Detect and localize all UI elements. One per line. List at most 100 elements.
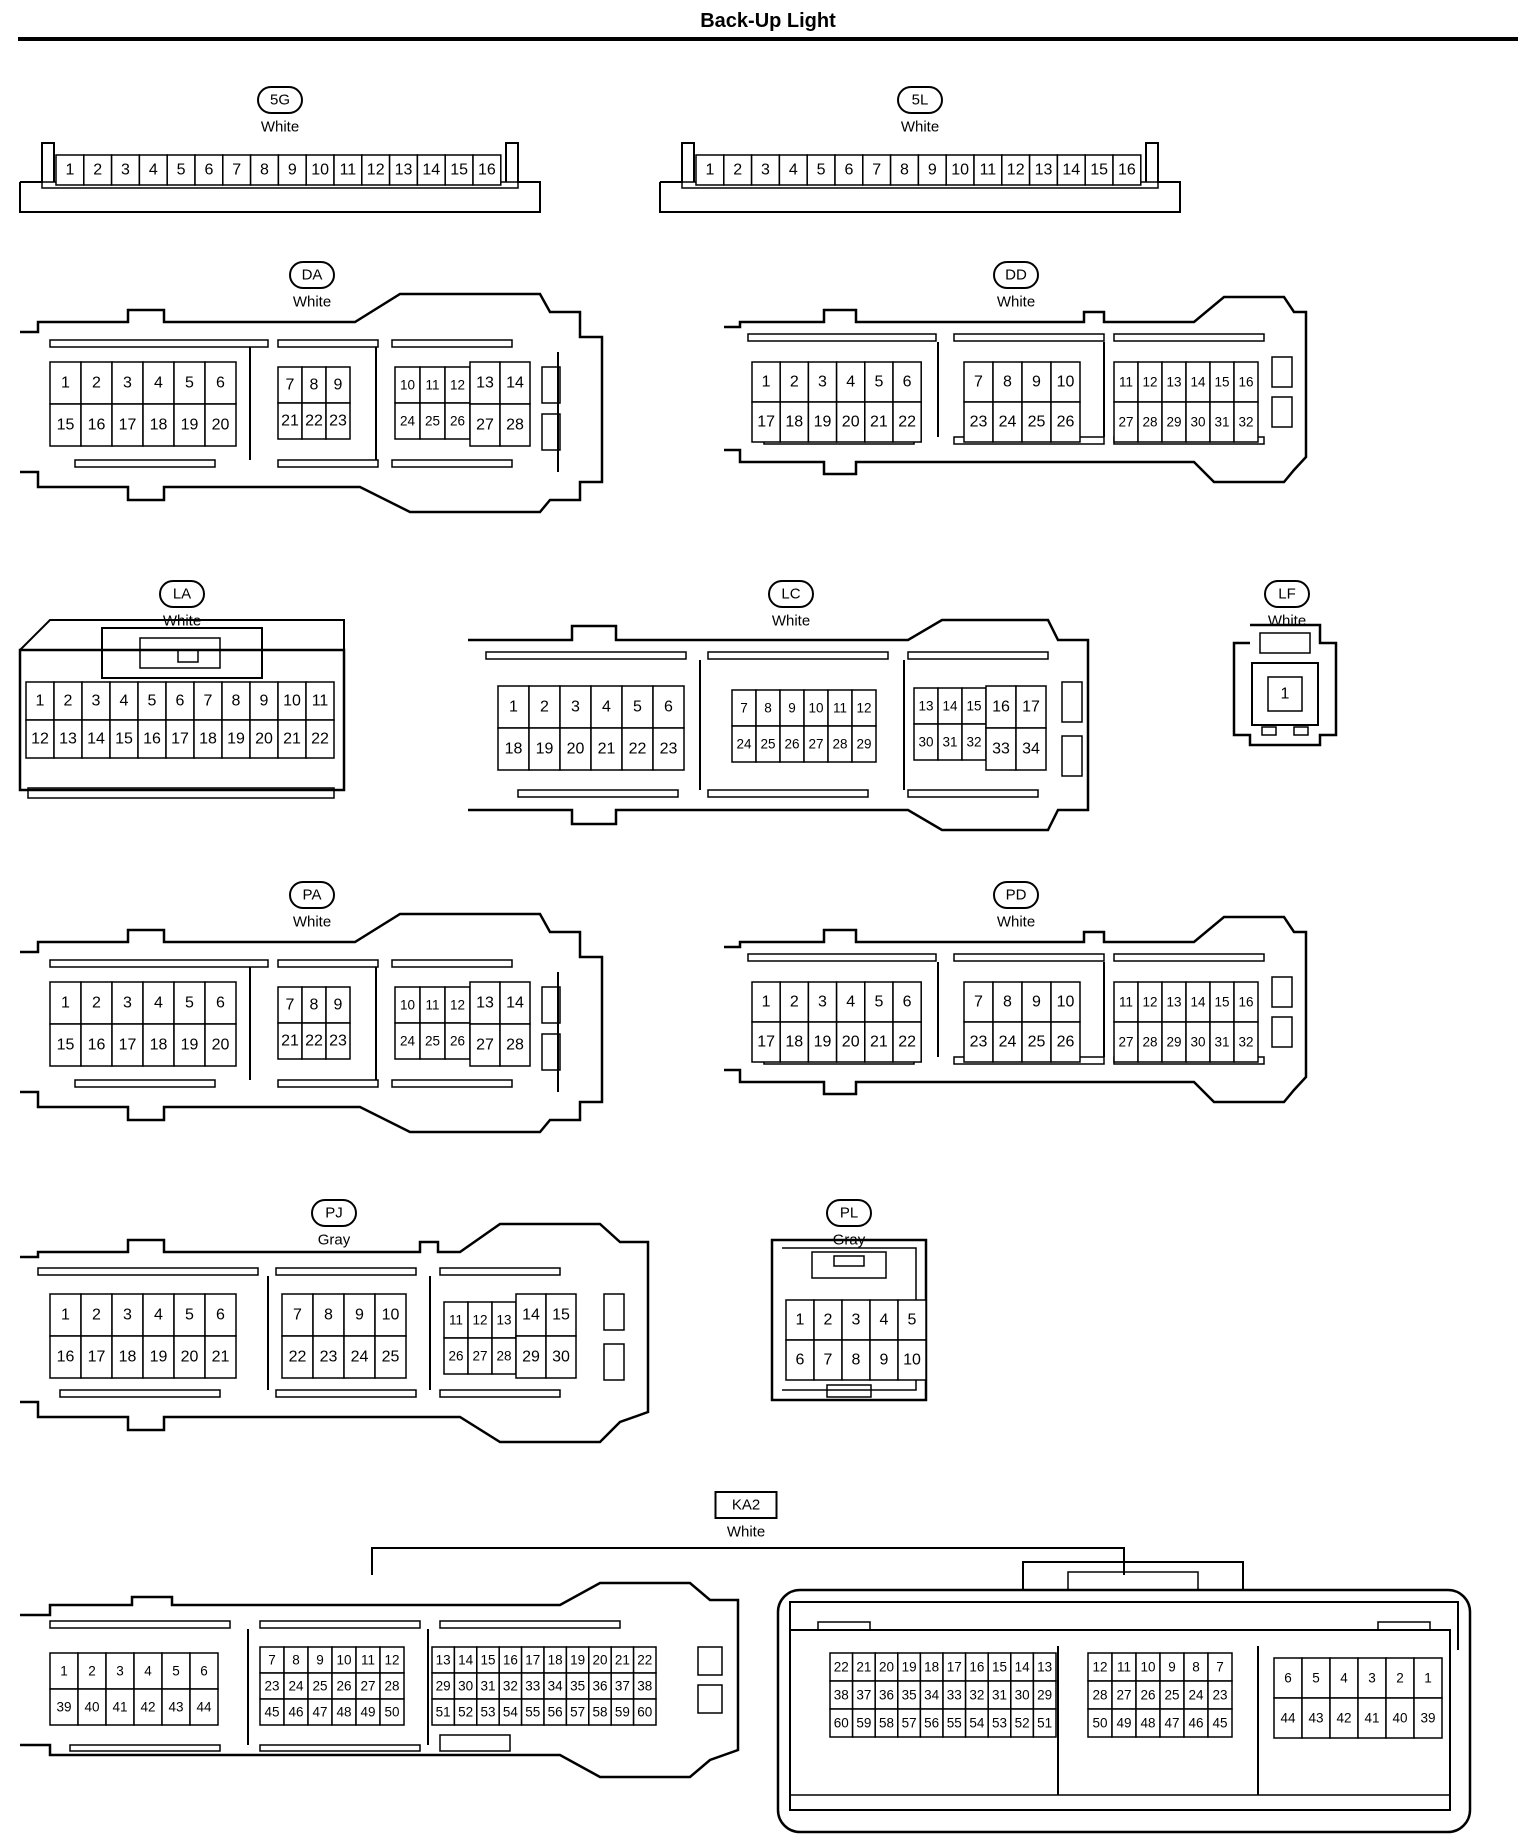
- pin-number: 32: [1238, 1035, 1253, 1050]
- pin-number: 2: [790, 374, 799, 391]
- lock-tab: [826, 1384, 872, 1398]
- housing-rail: [907, 651, 1049, 660]
- pin-cell: [834, 154, 864, 186]
- pin-cell: [277, 1022, 303, 1060]
- pin-cell: [1015, 685, 1047, 729]
- pin-cell: [992, 1021, 1023, 1063]
- housing-rail: [391, 459, 513, 468]
- latch-slot: [1271, 1016, 1293, 1048]
- pin-number: 5: [874, 374, 883, 391]
- pin-cell: [499, 1023, 531, 1067]
- connector-id: DA: [302, 267, 323, 284]
- housing-rail: [1113, 333, 1265, 342]
- pin-number: 5: [172, 1664, 180, 1679]
- pin-number: 25: [1164, 1688, 1179, 1703]
- housing-outline: [1232, 623, 1338, 747]
- pin-number: 17: [947, 1660, 962, 1675]
- pin-cell: [913, 723, 939, 761]
- pin-number: 16: [57, 1349, 75, 1366]
- pin-number: 22: [289, 1349, 307, 1366]
- latch-slot: [603, 1343, 625, 1381]
- pin-number: 11: [449, 1313, 463, 1328]
- pin-cell: [137, 681, 167, 721]
- connector-id-box: [714, 1491, 778, 1519]
- pin-number: 28: [384, 1679, 399, 1694]
- latch-slot: [697, 1646, 723, 1676]
- connector-color: Gray: [318, 1232, 351, 1249]
- pin-number: 5: [1312, 1671, 1320, 1686]
- pin-cell: [80, 403, 113, 447]
- connector-id-pill: [159, 580, 205, 608]
- housing-rail: [907, 789, 1039, 798]
- pin-number: 23: [1212, 1688, 1227, 1703]
- housing-outline: [371, 1547, 1125, 1575]
- pin-number: 32: [969, 1688, 984, 1703]
- pin-number: 21: [283, 731, 301, 748]
- pin-number: 9: [880, 1352, 889, 1369]
- housing-rail: [74, 1079, 216, 1088]
- housing-outline: [19, 619, 345, 651]
- pin-cell: [305, 154, 335, 186]
- pin-number: 30: [458, 1679, 473, 1694]
- pin-number: 16: [478, 162, 496, 179]
- housing-rail: [69, 1744, 221, 1752]
- pin-cell: [1135, 1708, 1161, 1738]
- pin-cell: [189, 1688, 219, 1726]
- connector-id: LC: [781, 586, 800, 603]
- pin-number: 8: [232, 693, 241, 710]
- pin-number: 20: [255, 731, 273, 748]
- pin-number: 23: [329, 1033, 347, 1050]
- pin-number: 11: [312, 693, 329, 710]
- pin-number: 27: [476, 417, 494, 434]
- pin-number: 24: [400, 1034, 416, 1049]
- pin-number: 55: [525, 1705, 540, 1720]
- pin-number: 13: [395, 162, 413, 179]
- housing-rail: [27, 787, 335, 799]
- pin-number: 2: [824, 1312, 833, 1329]
- pin-cell: [1112, 154, 1142, 186]
- pin-cell: [835, 401, 866, 443]
- housing-rail: [49, 959, 269, 968]
- pin-number: 4: [789, 162, 798, 179]
- pin-number: 11: [1117, 1660, 1131, 1675]
- pin-number: 34: [924, 1688, 940, 1703]
- pin-number: 1: [705, 162, 714, 179]
- connector-id: LF: [1278, 586, 1296, 603]
- pin-number: 13: [476, 375, 494, 392]
- pin-number: 44: [1280, 1711, 1296, 1726]
- pin-number: 27: [808, 737, 823, 752]
- connector-id: 5L: [912, 92, 929, 109]
- housing-rail: [49, 339, 269, 348]
- pin-number: 4: [1340, 1671, 1348, 1686]
- connector-id: PL: [840, 1205, 858, 1222]
- pin-number: 57: [902, 1716, 917, 1731]
- pin-number: 23: [264, 1679, 279, 1694]
- pin-number: 21: [281, 1033, 299, 1050]
- connector-id-pill: [826, 1199, 872, 1227]
- pin-cell: [49, 1023, 82, 1067]
- connector-color: White: [901, 119, 939, 136]
- pin-number: 7: [293, 1307, 302, 1324]
- connector-id-pill: [768, 580, 814, 608]
- pin-number: 28: [1092, 1688, 1107, 1703]
- pin-number: 52: [1015, 1716, 1030, 1731]
- housing-rail: [953, 333, 1105, 342]
- connector-color: White: [997, 914, 1035, 931]
- pin-number: 17: [1022, 699, 1040, 716]
- pin-number: 22: [898, 1034, 916, 1051]
- pin-number: 10: [382, 1307, 400, 1324]
- pin-number: 14: [1062, 162, 1080, 179]
- pin-number: 17: [88, 1349, 106, 1366]
- pin-number: 3: [123, 995, 132, 1012]
- pin-number: 13: [436, 1653, 451, 1668]
- pin-number: 1: [61, 375, 70, 392]
- pin-number: 8: [310, 997, 319, 1014]
- pin-number: 24: [736, 737, 752, 752]
- pin-number: 15: [966, 699, 981, 714]
- pin-cell: [827, 689, 853, 727]
- pin-cell: [1159, 1680, 1185, 1710]
- pin-cell: [221, 681, 251, 721]
- pin-number: 10: [808, 701, 823, 716]
- pin-number: 31: [1214, 415, 1229, 430]
